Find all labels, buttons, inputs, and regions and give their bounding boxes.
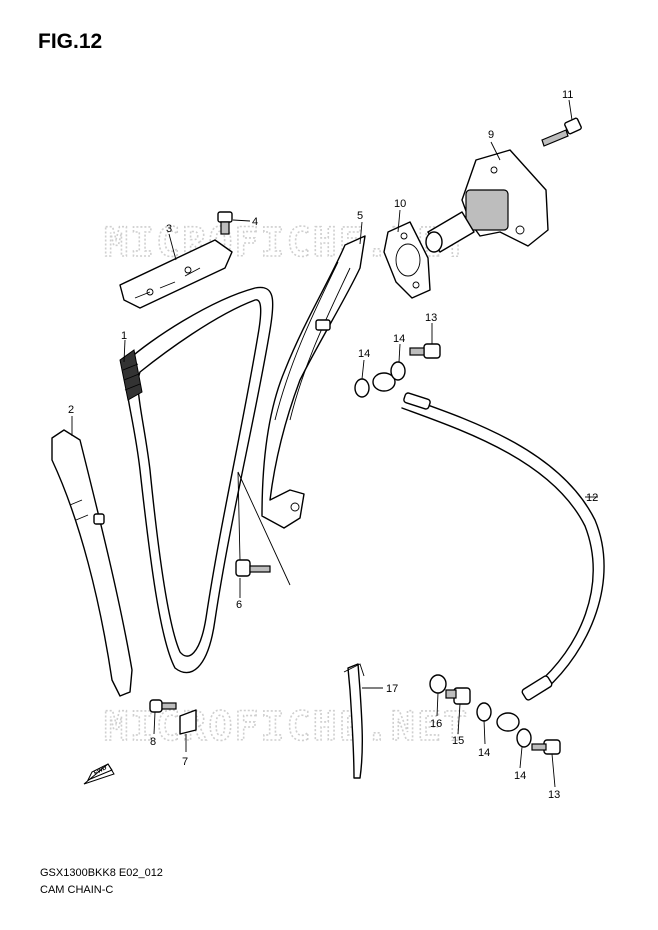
callout-14-a: 14 <box>358 348 370 360</box>
leader-pivot-area <box>237 471 291 586</box>
hose-clamp <box>343 663 365 779</box>
callout-11: 11 <box>562 89 573 101</box>
figure-title: FIG.12 <box>38 30 103 53</box>
callout-15: 15 <box>452 735 464 747</box>
callout-5: 5 <box>357 210 363 222</box>
bolt-part-4 <box>217 211 233 235</box>
washer-14-a <box>354 378 370 398</box>
chain-tensioner-blade <box>261 235 366 529</box>
tensioner-gasket <box>383 221 431 299</box>
cam-chain <box>119 286 274 674</box>
union-bolt-upper <box>409 343 441 359</box>
callout-14-d: 14 <box>514 770 526 782</box>
fwd-arrow-icon: FWD <box>83 763 115 785</box>
callout-17: 17 <box>386 683 398 695</box>
callout-16: 16 <box>430 718 442 730</box>
callout-14-c: 14 <box>478 747 490 759</box>
washer-part-7 <box>179 709 197 735</box>
bolt-part-11 <box>541 117 582 147</box>
callout-12: 12 <box>586 492 598 504</box>
washer-14-b <box>390 361 406 381</box>
union-bolt-15 <box>445 687 471 705</box>
callout-6: 6 <box>236 599 242 611</box>
callout-4: 4 <box>252 216 258 228</box>
bolt-part-8 <box>149 699 177 713</box>
watermark-bottom: MICROFICHE.NET <box>104 704 469 750</box>
section-name: CAM CHAIN-C <box>40 884 114 896</box>
pivot-bolt <box>235 559 271 577</box>
callout-1: 1 <box>121 330 127 342</box>
washer-16 <box>429 674 447 694</box>
callout-13-lower: 13 <box>548 789 560 801</box>
callout-3: 3 <box>166 223 172 235</box>
model-code: GSX1300BKK8 E02_012 <box>40 867 163 879</box>
callout-10: 10 <box>394 198 406 210</box>
callout-14-b: 14 <box>393 333 405 345</box>
callout-8: 8 <box>150 736 156 748</box>
chain-guide-upper <box>119 239 233 309</box>
cam-chain-tensioner <box>425 149 549 253</box>
callout-2: 2 <box>68 404 74 416</box>
callout-7: 7 <box>182 756 188 768</box>
washer-14-d <box>516 728 532 748</box>
union-bolt-lower <box>531 739 561 755</box>
oil-hose <box>372 372 605 732</box>
washer-14-c <box>476 702 492 722</box>
callout-9: 9 <box>488 129 494 141</box>
callout-13-upper: 13 <box>425 312 437 324</box>
chain-guide-rear <box>51 429 133 697</box>
